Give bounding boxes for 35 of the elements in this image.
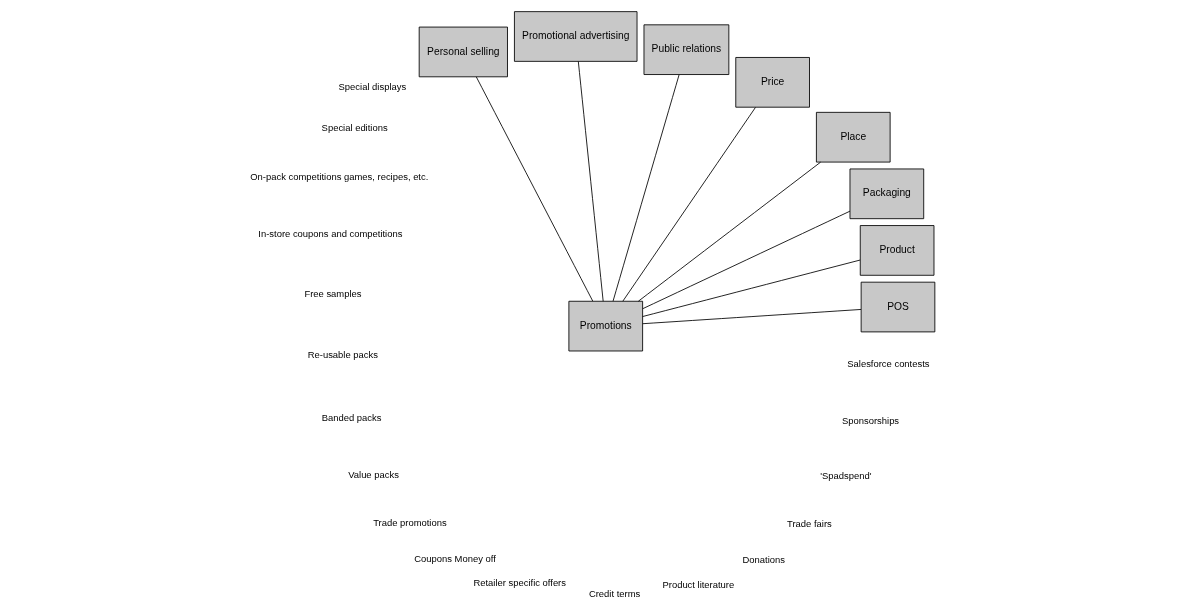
label: 'Spadspend' xyxy=(820,469,872,481)
label: Value packs xyxy=(348,468,399,480)
label: Salesforce contests xyxy=(847,358,930,370)
label: Retailer specific offers xyxy=(473,576,566,588)
label: Re-usable packs xyxy=(307,349,378,361)
node-box: Promotional advertising xyxy=(514,11,638,62)
node-box: Price xyxy=(735,57,810,108)
label: Banded packs xyxy=(321,411,382,423)
label: Trade fairs xyxy=(787,518,832,530)
node-box: Public relations xyxy=(643,24,730,75)
connector xyxy=(622,107,756,302)
label: Product literature xyxy=(662,578,735,590)
label: In-store coupons and competitions xyxy=(258,228,403,240)
label: Credit terms xyxy=(588,588,641,600)
label: Special displays xyxy=(338,80,407,92)
label: Coupons Money off xyxy=(414,552,496,564)
label: On-pack competitions games, recipes, etc. xyxy=(250,171,429,183)
node-box: Packaging xyxy=(849,168,925,220)
node-box: Product xyxy=(859,225,935,276)
connector xyxy=(642,259,861,317)
label: Trade promotions xyxy=(373,517,447,529)
connector xyxy=(612,74,680,302)
label: Sponsorships xyxy=(842,415,900,427)
connector xyxy=(577,61,604,302)
connector xyxy=(475,76,594,302)
label: Donations xyxy=(742,554,785,566)
node-box: Personal selling xyxy=(418,26,508,78)
connector xyxy=(642,210,851,310)
connector xyxy=(642,309,862,325)
connector xyxy=(637,161,821,302)
node-box: Place xyxy=(815,111,891,163)
node-box: POS xyxy=(860,281,936,333)
node-box: Promotions xyxy=(568,300,644,352)
label: Special editions xyxy=(321,122,388,134)
label: Free samples xyxy=(304,288,362,300)
